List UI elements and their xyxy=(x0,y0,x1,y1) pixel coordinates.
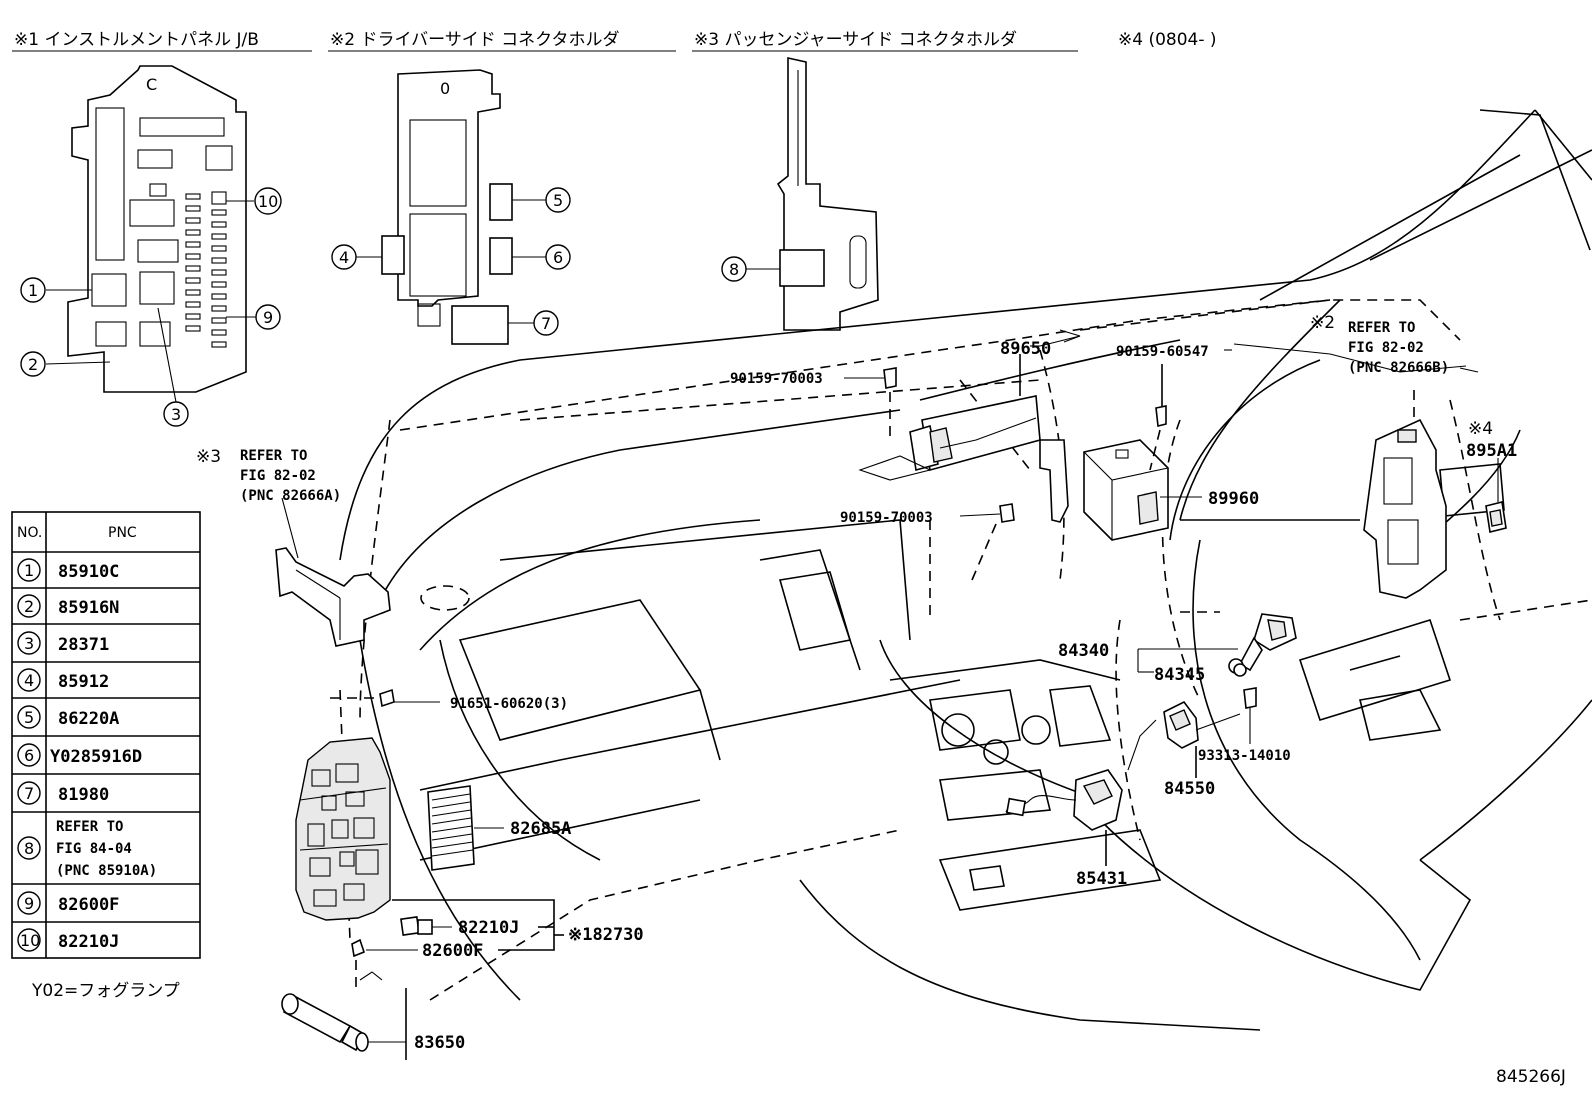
callout-1: 1 xyxy=(28,281,38,300)
svg-text:0: 0 xyxy=(440,79,450,98)
header-passenger-side-connector-holder: ※3 パッセンジャーサイド コネクタホルダ xyxy=(694,30,1017,50)
svg-text:※2: ※2 xyxy=(1310,313,1335,333)
dashboard-phantom-lines xyxy=(339,299,1592,1001)
connector-895A1 xyxy=(1485,458,1507,533)
connector-84550 xyxy=(1127,700,1241,778)
note-passenger-holder-reference: ※3 REFER TO FIG 82-02 (PNC 82666A) xyxy=(196,447,341,504)
driver-connector-holder-bracket xyxy=(1233,343,1467,599)
label-84550: 84550 xyxy=(1164,779,1215,799)
inset-passenger-side-connector-holder: 8 xyxy=(721,57,879,331)
label-90159-60547: 90159-60547 xyxy=(1116,344,1209,360)
svg-text:6: 6 xyxy=(24,746,34,765)
table-row: 8 REFER TO FIG 84-04 (PNC 85910A) xyxy=(17,819,157,879)
table-row: 2 85916N xyxy=(17,594,119,618)
table-row: 6 Y0285916D xyxy=(17,743,142,767)
callout-10: 10 xyxy=(258,192,278,211)
cylinder-83650 xyxy=(281,988,407,1060)
header-date-range: ※4 (0804- ) xyxy=(1118,30,1217,50)
module-89650 xyxy=(858,345,1069,523)
svg-text:FIG 82-02: FIG 82-02 xyxy=(240,468,316,484)
callout-2: 2 xyxy=(28,355,38,374)
svg-text:(PNC 85910A): (PNC 85910A) xyxy=(56,863,157,879)
svg-text:REFER TO: REFER TO xyxy=(56,819,123,835)
svg-text:FIG 84-04: FIG 84-04 xyxy=(56,841,132,857)
callout-7: 7 xyxy=(541,314,551,333)
table-row: 4 85912 xyxy=(17,668,109,692)
footnote-fog-lamp: Y02=フォグランプ xyxy=(31,981,180,1001)
svg-text:C: C xyxy=(146,75,157,94)
svg-text:※3: ※3 xyxy=(196,447,221,467)
callout-3: 3 xyxy=(171,405,181,424)
callout-6: 6 xyxy=(553,248,563,267)
svg-text:(PNC 82666A): (PNC 82666A) xyxy=(240,488,341,504)
vent-82685A xyxy=(427,785,504,871)
svg-text:1: 1 xyxy=(24,561,34,580)
inset-instrument-panel-jb: C 1 2 3 xyxy=(20,65,282,427)
svg-text:10: 10 xyxy=(20,931,40,950)
svg-text:9: 9 xyxy=(24,894,34,913)
svg-text:REFER TO: REFER TO xyxy=(240,448,307,464)
pnc-table: NO. PNC 1 85910C 2 85916N 3 28371 4 8591… xyxy=(11,511,201,959)
table-row: 3 28371 xyxy=(17,631,109,655)
callout-5: 5 xyxy=(553,191,563,210)
table-row: 10 82210J xyxy=(17,928,119,952)
svg-text:4: 4 xyxy=(24,671,34,690)
inset-driver-side-connector-holder: 0 5 6 4 7 xyxy=(331,69,571,345)
svg-text:28371: 28371 xyxy=(58,635,109,655)
table-row: 5 86220A xyxy=(17,705,119,729)
label-82210J: 82210J xyxy=(458,918,519,938)
passenger-connector-holder-bracket xyxy=(275,497,391,647)
svg-text:2: 2 xyxy=(24,597,34,616)
svg-text:81980: 81980 xyxy=(58,785,109,805)
header-driver-side-connector-holder: ※2 ドライバーサイド コネクタホルダ xyxy=(330,30,620,50)
svg-text:82210J: 82210J xyxy=(58,932,119,952)
table-row: 1 85910C xyxy=(17,558,119,582)
svg-text:REFER TO: REFER TO xyxy=(1348,320,1415,336)
note-date-range-mark: ※4 xyxy=(1468,419,1493,439)
diagram-id: 845266J xyxy=(1496,1067,1566,1087)
svg-text:82600F: 82600F xyxy=(58,895,119,915)
header-instrument-panel-jb: ※1 インストルメントパネル J/B xyxy=(14,30,259,50)
label-82600F: 82600F xyxy=(422,941,483,961)
svg-text:85916N: 85916N xyxy=(58,598,119,618)
label-182730: ※182730 xyxy=(568,925,644,945)
table-header-no: NO. xyxy=(17,525,42,541)
svg-text:3: 3 xyxy=(24,634,34,653)
table-row: 7 81980 xyxy=(17,781,109,805)
junction-block xyxy=(295,737,391,921)
svg-text:(PNC 82666B): (PNC 82666B) xyxy=(1348,360,1449,376)
label-82685A: 82685A xyxy=(510,819,571,839)
svg-text:7: 7 xyxy=(24,784,34,803)
module-89960 xyxy=(1083,439,1202,541)
svg-text:85910C: 85910C xyxy=(58,562,119,582)
label-85431: 85431 xyxy=(1076,869,1127,889)
svg-text:FIG 82-02: FIG 82-02 xyxy=(1348,340,1424,356)
callout-9: 9 xyxy=(263,308,273,327)
label-93313-14010: 93313-14010 xyxy=(1198,748,1291,764)
note-driver-holder-reference: ※2 REFER TO FIG 82-02 (PNC 82666B) xyxy=(1310,313,1479,376)
svg-text:Y0285916D: Y0285916D xyxy=(50,747,142,767)
svg-text:86220A: 86220A xyxy=(58,709,119,729)
dashboard-outline xyxy=(339,109,1592,1031)
label-83650: 83650 xyxy=(414,1033,465,1053)
table-header-pnc: PNC xyxy=(108,525,137,541)
part-85431 xyxy=(1005,769,1123,866)
callout-4: 4 xyxy=(339,248,349,267)
svg-text:8: 8 xyxy=(24,839,34,858)
svg-text:5: 5 xyxy=(24,708,34,727)
label-90159-70003-mid: 90159-70003 xyxy=(840,510,933,526)
label-895A1: 895A1 xyxy=(1466,441,1517,461)
label-89960: 89960 xyxy=(1208,489,1259,509)
callout-8: 8 xyxy=(729,260,739,279)
label-84340: 84340 xyxy=(1058,641,1109,661)
label-91651-60620: 91651-60620(3) xyxy=(450,696,568,712)
table-row: 9 82600F xyxy=(17,891,119,915)
label-84345: 84345 xyxy=(1154,665,1205,685)
label-89650: 89650 xyxy=(1000,339,1051,359)
svg-text:85912: 85912 xyxy=(58,672,109,692)
label-90159-70003-top: 90159-70003 xyxy=(730,371,823,387)
